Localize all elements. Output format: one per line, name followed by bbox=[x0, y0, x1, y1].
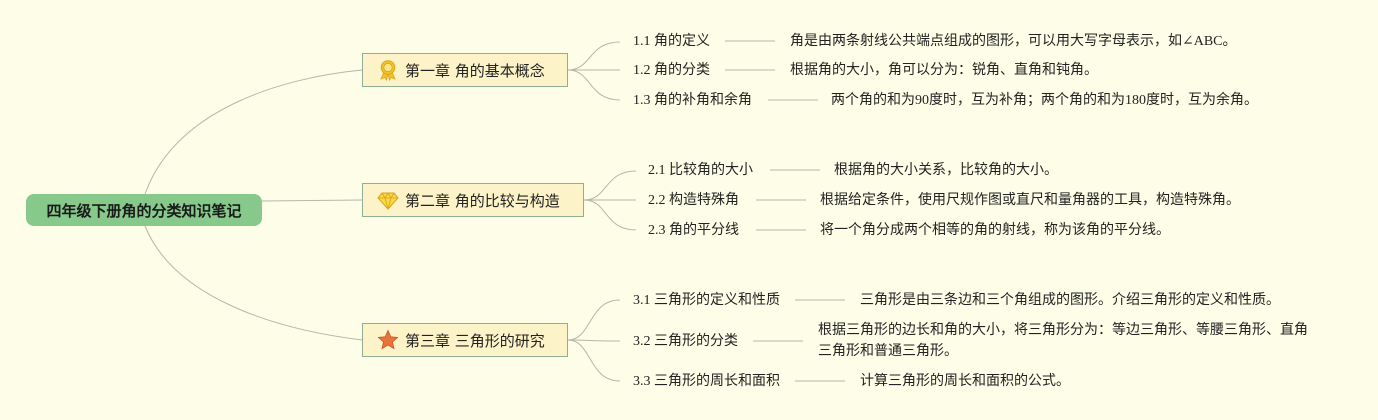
chapter-3-topic[interactable]: 第三章 三角形的研究 bbox=[362, 323, 568, 357]
description-1-1: 角是由两条射线公共端点组成的图形，可以用大写字母表示，如∠ABC。 bbox=[790, 34, 1237, 49]
subtopic-1-2[interactable]: 1.2 角的分类 bbox=[633, 63, 710, 78]
chapter-1-label: 第一章 角的基本概念 bbox=[405, 61, 545, 80]
ribbon-medal-icon bbox=[377, 59, 399, 81]
link-chapter-1-sub-1 bbox=[567, 41, 621, 71]
subtopic-1-3[interactable]: 1.3 角的补角和余角 bbox=[633, 93, 752, 108]
star-icon bbox=[377, 329, 399, 351]
root-topic-label: 四年级下册角的分类知识笔记 bbox=[46, 201, 242, 220]
subtopic-2-3[interactable]: 2.3 角的平分线 bbox=[648, 223, 739, 238]
link-chapter-2-sub-3 bbox=[583, 199, 637, 231]
link-root-chapter-1 bbox=[144, 69, 363, 195]
chapter-1-topic[interactable]: 第一章 角的基本概念 bbox=[362, 53, 568, 87]
description-1-3: 两个角的和为90度时，互为补角；两个角的和为180度时，互为余角。 bbox=[831, 93, 1258, 108]
link-chapter-2-sub-1 bbox=[583, 170, 637, 201]
subtopic-3-2[interactable]: 3.2 三角形的分类 bbox=[633, 334, 738, 349]
subtopic-1-1[interactable]: 1.1 角的定义 bbox=[633, 34, 710, 49]
subtopic-3-1[interactable]: 3.1 三角形的定义和性质 bbox=[633, 293, 780, 308]
description-3-2: 根据三角形的边长和角的大小，将三角形分为：等边三角形、等腰三角形、直角三角形和普… bbox=[818, 323, 1308, 359]
link-root-chapter-3 bbox=[144, 225, 363, 341]
description-2-3: 将一个角分成两个相等的角的射线，称为该角的平分线。 bbox=[820, 223, 1170, 238]
subtopic-3-3[interactable]: 3.3 三角形的周长和面积 bbox=[633, 374, 780, 389]
link-root-chapter-2 bbox=[261, 199, 363, 202]
link-chapter-1-sub-3 bbox=[567, 69, 621, 101]
link-chapter-3-sub-1 bbox=[567, 299, 621, 341]
description-3-1: 三角形是由三条边和三个角组成的图形。介绍三角形的定义和性质。 bbox=[860, 293, 1280, 308]
chapter-2-topic[interactable]: 第二章 角的比较与构造 bbox=[362, 183, 584, 217]
description-2-2: 根据给定条件，使用尺规作图或直尺和量角器的工具，构造特殊角。 bbox=[820, 193, 1240, 208]
root-topic[interactable]: 四年级下册角的分类知识笔记 bbox=[26, 194, 262, 226]
subtopic-2-1[interactable]: 2.1 比较角的大小 bbox=[648, 163, 753, 178]
link-chapter-3-sub-3 bbox=[567, 339, 621, 382]
link-chapter-3-sub-2 bbox=[567, 339, 621, 342]
description-2-1: 根据角的大小关系，比较角的大小。 bbox=[834, 163, 1058, 178]
subtopic-2-2[interactable]: 2.2 构造特殊角 bbox=[648, 193, 739, 208]
description-3-3: 计算三角形的周长和面积的公式。 bbox=[860, 374, 1070, 389]
chapter-3-label: 第三章 三角形的研究 bbox=[405, 331, 545, 350]
chapter-2-label: 第二章 角的比较与构造 bbox=[405, 191, 560, 210]
description-1-2: 根据角的大小，角可以分为：锐角、直角和钝角。 bbox=[790, 63, 1098, 78]
diamond-icon bbox=[377, 189, 399, 211]
